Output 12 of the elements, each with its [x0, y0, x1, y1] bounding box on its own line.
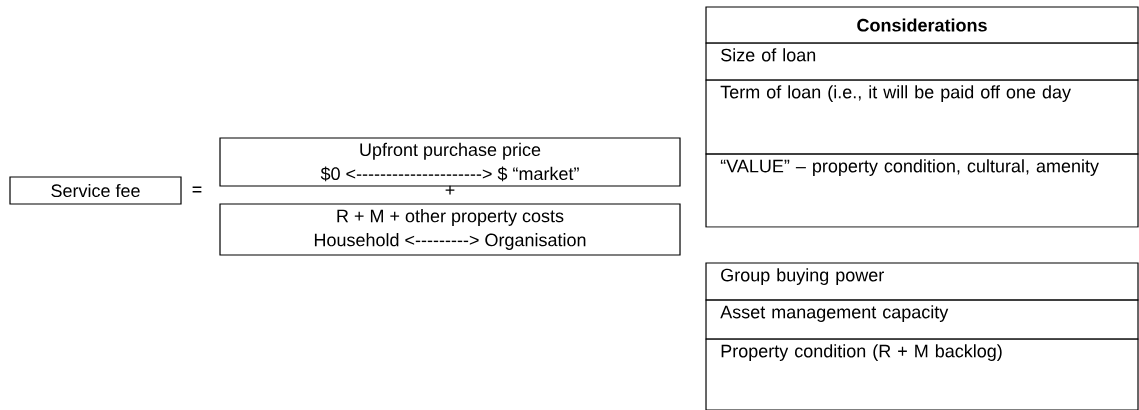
formula-box: Service fee [9, 176, 182, 205]
table-cell: Property condition (R + M backlog) [705, 338, 1139, 410]
operator-sign: + [445, 185, 455, 195]
table-cell: “VALUE” – property condition, cultural, amenity [705, 153, 1139, 228]
formula-box: Upfront purchase price $0 <---------------------> $ “market” [219, 137, 681, 187]
formula-box: R + M + other property costs Household <---------> Organisation [219, 203, 681, 256]
table-cell: Asset management capacity [705, 299, 1139, 340]
table-cell: Term of loan (i.e., it will be paid off one day [705, 79, 1139, 155]
table-cell: Size of loan [705, 42, 1139, 81]
table-header: Considerations [705, 6, 1139, 44]
table-cell: Group buying power [705, 262, 1139, 301]
operator-sign: = [192, 186, 202, 193]
